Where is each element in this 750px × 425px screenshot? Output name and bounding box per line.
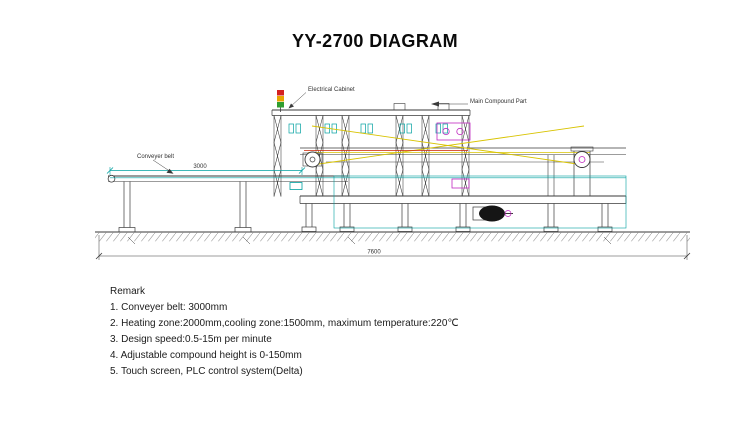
remark-item: 4. Adjustable compound height is 0-150mm [110, 350, 302, 361]
remark-section: Remark 1. Conveyer belt: 3000mm 2. Heati… [110, 284, 459, 380]
vent-ports [288, 123, 448, 134]
rollers [302, 151, 591, 168]
remark-item: 3. Design speed:0.5-15m per minute [110, 334, 272, 345]
leader-arrow-icon [288, 103, 294, 109]
conveyor-belt [107, 174, 348, 233]
belt-path-lines [110, 125, 627, 229]
signal-tower-icon [277, 90, 284, 112]
label-conveyer-belt: Conveyer belt [137, 154, 174, 160]
machine-frame [271, 103, 627, 232]
ground-line [95, 231, 690, 242]
remark-item: 5. Touch screen, PLC control system(Delt… [110, 366, 303, 377]
label-electrical-cabinet: Electrical Cabinet [308, 87, 355, 93]
compound-head [436, 122, 471, 189]
motor [472, 205, 513, 222]
callout-labels: Electrical Cabinet Main Compound Part Co… [137, 87, 527, 174]
dimension-total: 7600 [95, 235, 691, 260]
remark-item: 2. Heating zone:2000mm,cooling zone:1500… [110, 318, 459, 329]
label-main-compound-part: Main Compound Part [470, 99, 527, 105]
remark-item: 1. Conveyer belt: 3000mm [110, 302, 228, 313]
foot-ticks [127, 236, 612, 245]
leader-arrow-icon [166, 168, 174, 174]
dimension-belt: 3000 [106, 164, 306, 175]
page-title: YY-2700 DIAGRAM [291, 31, 459, 51]
dimension-total-label: 7600 [367, 250, 381, 256]
dimension-belt-label: 3000 [193, 164, 207, 170]
leader-arrow-icon [431, 101, 439, 107]
remark-heading: Remark [110, 286, 146, 297]
